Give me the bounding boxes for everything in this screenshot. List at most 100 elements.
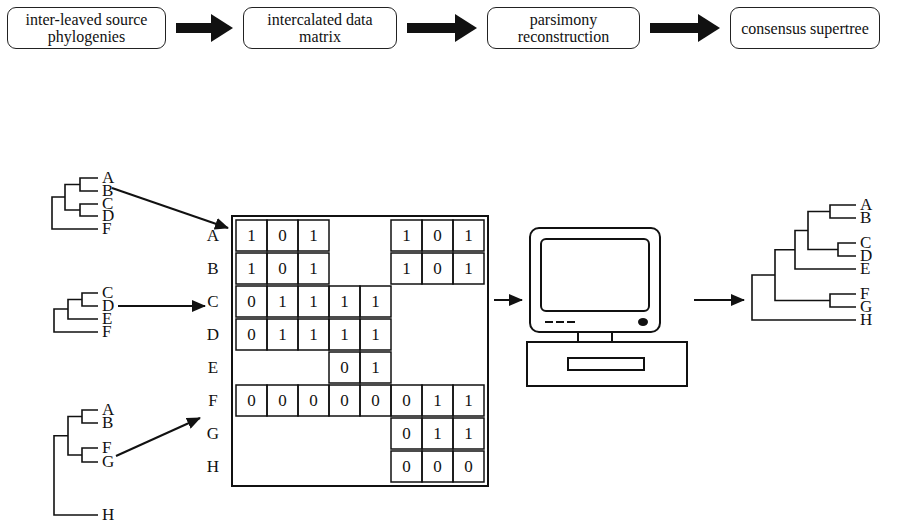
matrix-cell-border <box>360 352 391 383</box>
leaf-label: H <box>860 311 872 329</box>
block-arrow <box>176 23 211 33</box>
matrix-cell: 1 <box>433 425 442 443</box>
matrix-cell-border <box>422 451 453 482</box>
matrix-cell: 0 <box>247 326 256 344</box>
leaf-label: F <box>102 323 111 341</box>
matrix-cell-border <box>391 385 422 416</box>
monitor-mark <box>556 321 564 323</box>
matrix-cell: 0 <box>340 359 349 377</box>
screen <box>541 239 649 311</box>
flow-arrow <box>118 305 205 307</box>
matrix-cell: 0 <box>309 392 318 410</box>
flow-arrow <box>694 299 744 301</box>
matrix-cell-border <box>391 220 422 251</box>
matrix-cell-border <box>329 286 360 317</box>
source-tree <box>54 410 98 515</box>
matrix-cell: 0 <box>402 425 411 443</box>
matrix-cell: 1 <box>464 392 473 410</box>
matrix-cell: 0 <box>278 260 287 278</box>
monitor-mark <box>567 321 575 323</box>
matrix-cell-border <box>391 451 422 482</box>
box-label: intercalated data matrix <box>244 11 396 45</box>
box-label: consensus supertree <box>735 20 875 37</box>
matrix-cell-border <box>329 352 360 383</box>
supertree <box>752 205 856 320</box>
matrix-cell-border <box>329 319 360 350</box>
matrix-cell-border <box>360 385 391 416</box>
process-box: intercalated data matrix <box>243 7 397 49</box>
matrix-cell-border <box>422 220 453 251</box>
block-arrow <box>407 23 455 33</box>
matrix-cell: 0 <box>433 227 442 245</box>
matrix-cell-border <box>298 319 329 350</box>
source-tree <box>54 293 98 332</box>
source-tree <box>52 178 98 229</box>
matrix-cell-border <box>453 385 484 416</box>
flow-arrow <box>112 188 228 228</box>
row-label: H <box>207 458 219 476</box>
matrix-cell: 0 <box>433 458 442 476</box>
matrix-cell: 1 <box>309 293 318 311</box>
matrix-cell-border <box>298 385 329 416</box>
matrix-cell: 0 <box>433 260 442 278</box>
power-button <box>639 319 647 325</box>
matrix-cell-border <box>391 418 422 449</box>
matrix-cell-border <box>236 319 267 350</box>
matrix-cell-border <box>236 220 267 251</box>
leaf-label: E <box>860 260 870 278</box>
matrix-cell-border <box>267 319 298 350</box>
process-box: inter-leaved source phylogenies <box>7 7 166 49</box>
matrix-cell: 1 <box>464 260 473 278</box>
monitor-mark <box>545 321 553 323</box>
matrix-cell-border <box>453 220 484 251</box>
matrix-cell-border <box>391 253 422 284</box>
computer-icon <box>527 228 687 386</box>
matrix-cell-border <box>298 220 329 251</box>
process-box: consensus supertree <box>730 7 880 49</box>
matrix-cell: 1 <box>464 227 473 245</box>
leaf-label: G <box>102 453 114 471</box>
matrix-cell-border <box>360 286 391 317</box>
matrix-cell: 1 <box>371 326 380 344</box>
data-matrix <box>232 216 488 486</box>
matrix-cell-border <box>360 319 391 350</box>
matrix-cell: 1 <box>278 326 287 344</box>
row-label: B <box>207 260 218 278</box>
matrix-cell-border <box>329 385 360 416</box>
matrix-cell-border <box>453 253 484 284</box>
matrix-cell: 1 <box>402 227 411 245</box>
leaf-label: B <box>860 209 871 227</box>
row-label: E <box>208 359 218 377</box>
matrix-cell: 1 <box>309 326 318 344</box>
matrix-cell-border <box>236 286 267 317</box>
matrix-cell-border <box>236 385 267 416</box>
row-label: G <box>207 425 219 443</box>
matrix-cell: 1 <box>278 293 287 311</box>
matrix-cell: 1 <box>309 227 318 245</box>
row-label: D <box>207 326 219 344</box>
matrix-cell: 0 <box>340 392 349 410</box>
leaf-label: F <box>102 220 111 238</box>
matrix-cell-border <box>298 286 329 317</box>
matrix-border <box>232 216 488 486</box>
flow-arrow <box>116 418 200 456</box>
matrix-cell: 0 <box>278 227 287 245</box>
matrix-cell-border <box>422 253 453 284</box>
matrix-cell: 1 <box>309 260 318 278</box>
monitor <box>530 228 660 332</box>
leaf-label: B <box>102 414 113 432</box>
computer-base <box>527 342 687 386</box>
matrix-cell: 1 <box>402 260 411 278</box>
matrix-cell: 1 <box>371 293 380 311</box>
row-label: A <box>207 227 219 245</box>
matrix-cell-border <box>453 451 484 482</box>
matrix-cell-border <box>267 286 298 317</box>
process-box: parsimony reconstruction <box>487 7 640 49</box>
matrix-cell-border <box>267 220 298 251</box>
matrix-cell: 1 <box>340 293 349 311</box>
matrix-cell-border <box>298 253 329 284</box>
matrix-cell-border <box>267 385 298 416</box>
matrix-cell: 1 <box>371 359 380 377</box>
